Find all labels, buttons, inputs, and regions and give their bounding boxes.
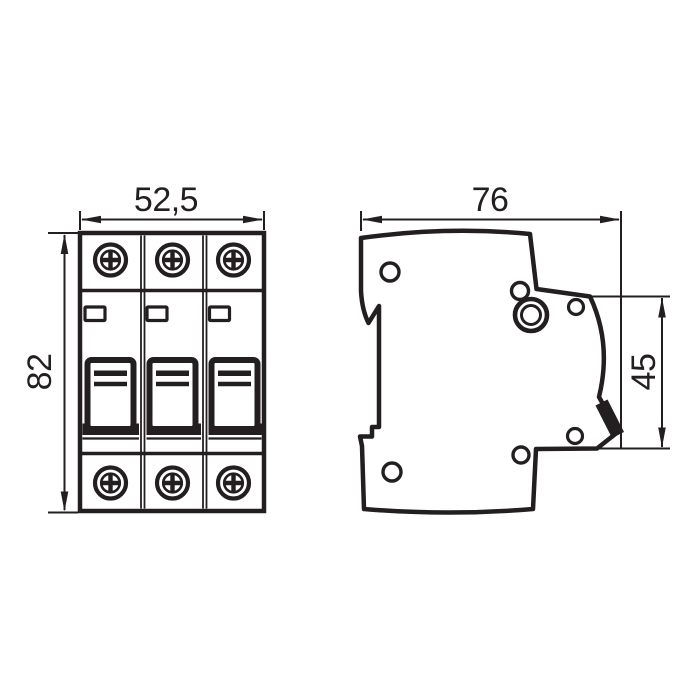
pole-dividers (140, 235, 208, 509)
toggle-handle (84, 357, 137, 432)
pivot-ring-inner (520, 304, 542, 326)
toggle-lever-side (595, 399, 625, 439)
arrowhead-left (81, 215, 101, 224)
side-view: 76 45 (357, 181, 670, 515)
label-window (83, 305, 107, 323)
arrowhead-top (60, 234, 69, 254)
screw-terminal-bottom (92, 465, 129, 501)
dim-depth-label: 76 (472, 181, 509, 219)
label-window (207, 305, 232, 323)
screw-terminals-top (92, 242, 252, 278)
rivet-hole (566, 297, 586, 317)
breaker-body-side (357, 228, 621, 515)
dim-width: 52,5 (79, 181, 265, 230)
arrowhead-bottom (60, 491, 69, 512)
label-window (145, 305, 169, 323)
screw-terminals-bottom (92, 465, 252, 501)
toggle-handles (84, 357, 261, 432)
screw-terminal-top (92, 242, 129, 278)
rivet-hole (381, 461, 403, 483)
arrowhead-right (243, 215, 263, 224)
rivet-hole (565, 426, 585, 446)
screw-terminal-top (215, 242, 252, 278)
rivet-hole (509, 280, 531, 302)
arrowhead-top (658, 297, 666, 318)
dim-depth: 76 (360, 181, 622, 448)
toggle-handle (208, 357, 261, 432)
arrowhead-bottom (658, 427, 666, 448)
dim-front-height-label: 45 (625, 354, 663, 391)
arrowhead-right (600, 215, 620, 224)
dim-front-height: 45 (592, 295, 670, 450)
rivet-hole (511, 445, 531, 465)
rivet-hole (379, 261, 401, 283)
dim-width-label: 52,5 (134, 181, 198, 219)
dim-height: 82 (21, 232, 78, 514)
rivet-holes (379, 261, 586, 483)
toggle-handle (146, 357, 199, 432)
screw-terminal-bottom (215, 465, 252, 501)
front-view: 52,5 82 (21, 181, 267, 514)
dim-height-label: 82 (21, 354, 59, 391)
toggle-pivot (512, 296, 550, 334)
screw-terminal-bottom (154, 465, 191, 501)
screw-terminal-top (154, 242, 191, 278)
arrowhead-left (362, 215, 382, 224)
pivot-ring-outer (512, 296, 550, 334)
label-windows (83, 305, 232, 323)
